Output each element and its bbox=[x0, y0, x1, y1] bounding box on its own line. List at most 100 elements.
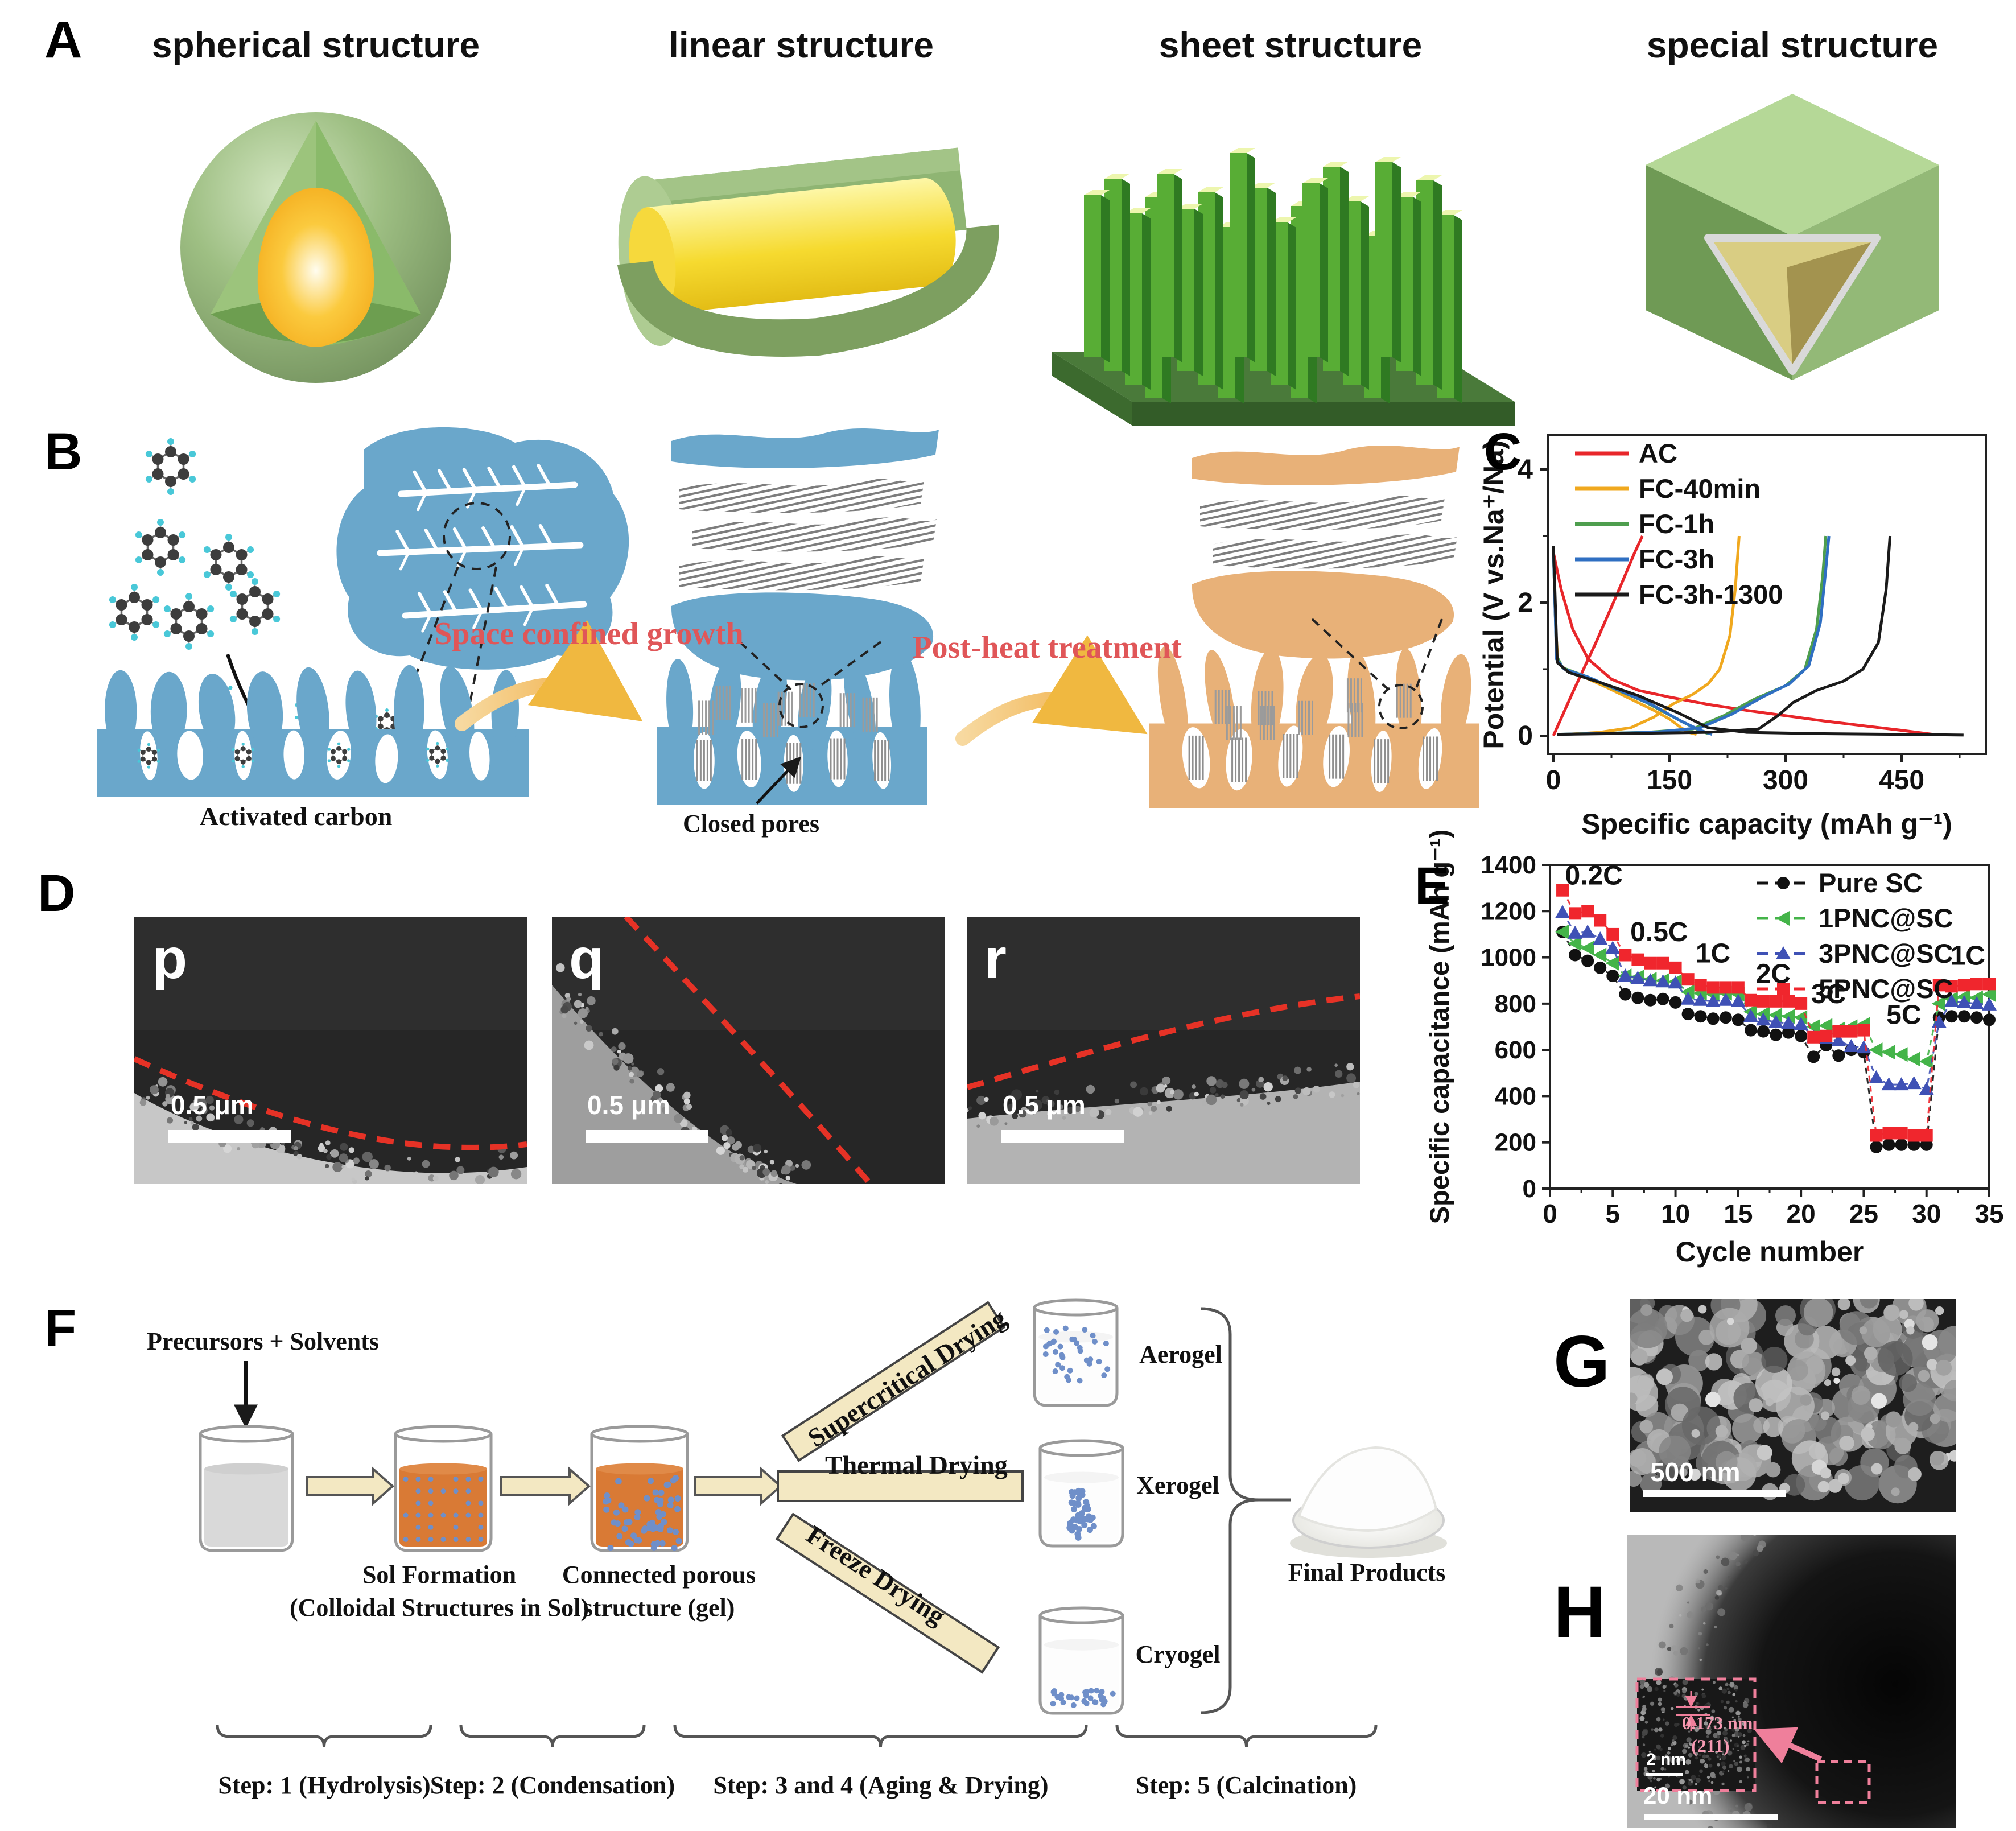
shape bbox=[1742, 1734, 1746, 1737]
shape bbox=[1679, 1468, 1688, 1477]
shape bbox=[1719, 1011, 1732, 1024]
shape bbox=[283, 730, 304, 780]
c-legend-FC-3h: FC-3h bbox=[1639, 544, 1714, 574]
shape bbox=[1656, 956, 1669, 970]
shape bbox=[1346, 1073, 1357, 1083]
shape bbox=[152, 468, 164, 480]
c-legend-FC-1h: FC-1h bbox=[1639, 509, 1714, 539]
shape bbox=[1926, 1359, 1938, 1370]
c-series-AC bbox=[1552, 535, 1933, 737]
shape bbox=[1765, 1397, 1774, 1407]
scale-bar bbox=[1644, 1814, 1778, 1820]
shape bbox=[178, 468, 189, 480]
e-y-tick: 400 bbox=[1495, 1082, 1536, 1110]
shape bbox=[140, 756, 146, 762]
benzene-molecule bbox=[229, 578, 281, 635]
shape bbox=[1698, 1775, 1700, 1777]
shape bbox=[1606, 927, 1619, 941]
shape bbox=[599, 1032, 604, 1037]
shape bbox=[1744, 1803, 1753, 1812]
e-x-tick: 0 bbox=[1543, 1199, 1557, 1228]
shape bbox=[1640, 1304, 1653, 1317]
c-x-tick: 300 bbox=[1763, 765, 1808, 795]
shape bbox=[1239, 1090, 1249, 1100]
shape bbox=[415, 1536, 421, 1542]
shape bbox=[1832, 1049, 1845, 1062]
shape bbox=[1693, 992, 1708, 1006]
shape bbox=[1815, 1416, 1842, 1444]
shape bbox=[1726, 1318, 1734, 1325]
shape bbox=[1343, 196, 1369, 201]
shape bbox=[1706, 1643, 1709, 1646]
shape bbox=[1800, 1394, 1812, 1406]
shape bbox=[246, 749, 252, 755]
shape bbox=[1679, 1779, 1685, 1785]
label-thermal-drying: Thermal Drying bbox=[825, 1450, 1008, 1479]
shape bbox=[1631, 991, 1644, 1004]
shape bbox=[1906, 1076, 1922, 1090]
shape bbox=[481, 526, 497, 550]
shape bbox=[1685, 1759, 1691, 1765]
shape bbox=[468, 588, 484, 613]
e-legend-Pure SC: Pure SC bbox=[1819, 868, 1923, 898]
shape bbox=[1151, 1106, 1157, 1112]
benzene-molecule bbox=[145, 438, 196, 495]
shape bbox=[163, 605, 171, 612]
shape bbox=[1864, 1346, 1878, 1360]
interface-dashed-line bbox=[624, 917, 873, 1184]
shape bbox=[634, 1514, 641, 1521]
shape bbox=[956, 1100, 967, 1111]
shape bbox=[727, 1136, 735, 1145]
shape bbox=[1882, 1127, 1895, 1140]
shape bbox=[365, 1170, 372, 1178]
shape bbox=[770, 1170, 778, 1177]
shape bbox=[1743, 1754, 1747, 1758]
shape bbox=[1643, 1767, 1648, 1771]
shape bbox=[246, 1119, 254, 1127]
shape bbox=[1069, 1527, 1075, 1534]
shape bbox=[1656, 1368, 1673, 1385]
shape bbox=[1945, 1010, 1958, 1023]
shape bbox=[1686, 1737, 1692, 1743]
shape bbox=[204, 1463, 288, 1475]
shape bbox=[478, 1500, 484, 1506]
shape bbox=[1734, 1762, 1738, 1766]
shape bbox=[520, 585, 535, 609]
shape bbox=[1682, 1785, 1687, 1790]
panel-label-f: F bbox=[44, 1299, 77, 1357]
shape bbox=[1670, 1706, 1674, 1710]
shape bbox=[399, 1469, 487, 1547]
panel-label-a: A bbox=[44, 11, 83, 69]
shape bbox=[223, 542, 234, 553]
shape bbox=[443, 590, 458, 615]
shape bbox=[1726, 1700, 1730, 1704]
shape bbox=[1695, 1578, 1701, 1584]
shape bbox=[1675, 1758, 1681, 1763]
shape bbox=[1767, 1823, 1772, 1828]
shape bbox=[1851, 1385, 1871, 1405]
shape bbox=[603, 1506, 610, 1513]
e-x-tick: 15 bbox=[1724, 1199, 1753, 1228]
label-connected-porous-2: structure (gel) bbox=[583, 1594, 735, 1622]
shape bbox=[1375, 162, 1392, 357]
shape bbox=[1922, 1334, 1938, 1350]
shape bbox=[1100, 1695, 1106, 1701]
shape bbox=[341, 1165, 345, 1169]
c-y-axis-label: Potential (V vs.Na⁺/Na) bbox=[1478, 440, 1510, 749]
shape bbox=[1642, 1706, 1647, 1712]
shape bbox=[1669, 961, 1682, 974]
shape bbox=[650, 1544, 657, 1551]
shape bbox=[417, 491, 428, 512]
shape bbox=[1698, 1305, 1707, 1314]
shape bbox=[1722, 1770, 1725, 1773]
shape bbox=[1396, 192, 1421, 197]
shape bbox=[1267, 1102, 1271, 1106]
shape bbox=[1817, 1481, 1830, 1493]
shape bbox=[1346, 1063, 1354, 1071]
shape bbox=[1730, 993, 1746, 1007]
shape bbox=[1698, 1329, 1714, 1345]
beaker-gel bbox=[590, 1425, 689, 1552]
shape bbox=[184, 1121, 187, 1124]
shape bbox=[1311, 618, 1390, 691]
shape bbox=[1705, 1729, 1712, 1735]
